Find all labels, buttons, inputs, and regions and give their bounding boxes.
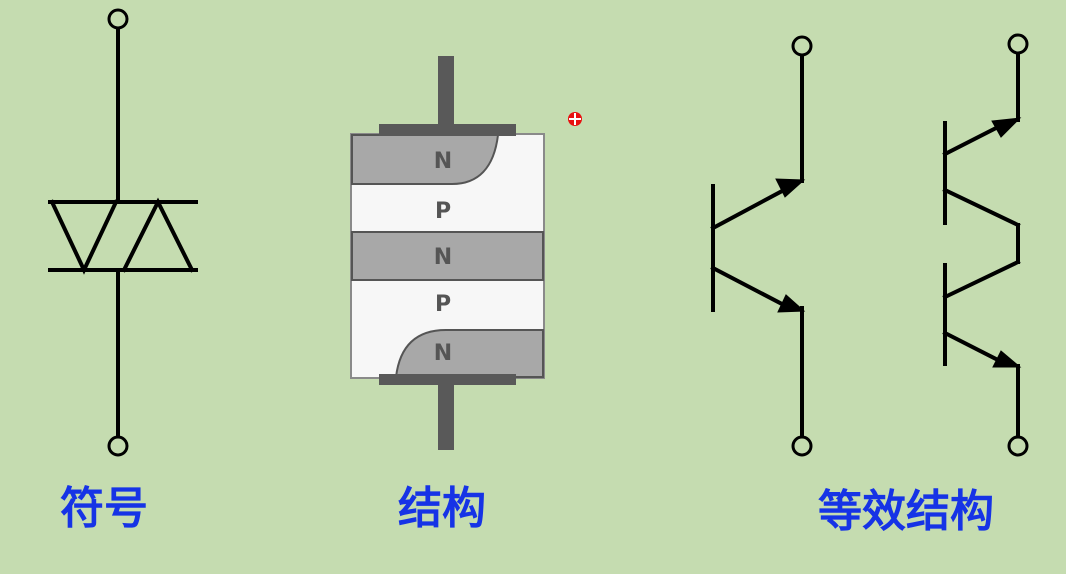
equiv1-bottom-terminal bbox=[791, 435, 813, 457]
layer-label-3: N bbox=[434, 245, 452, 270]
layer-label-5: N bbox=[434, 341, 452, 366]
caption-structure: 结构 bbox=[398, 483, 486, 534]
equivalent-transistor-pair bbox=[942, 33, 1029, 457]
diac-structure: N P N P N bbox=[350, 56, 545, 450]
structure-bottom-electrode bbox=[379, 374, 516, 385]
structure-top-electrode bbox=[379, 124, 516, 136]
equiv2-bottom-terminal bbox=[1007, 435, 1029, 457]
layer-n-bottom bbox=[394, 329, 544, 378]
layer-n-middle bbox=[351, 231, 544, 281]
symbol-bottom-terminal bbox=[107, 435, 129, 457]
caption-symbol: 符号 bbox=[60, 483, 148, 534]
equiv2-upper-leg-top bbox=[942, 123, 1003, 157]
equiv1-collector-leg bbox=[710, 187, 787, 231]
equiv1-top-terminal bbox=[791, 35, 813, 57]
caption-equivalent-structure: 等效结构 bbox=[818, 486, 994, 537]
equiv1-arrow-bottom bbox=[777, 294, 806, 313]
equiv2-lower-leg-top bbox=[942, 259, 1021, 300]
equiv2-top-terminal bbox=[1007, 33, 1029, 55]
equiv2-arrow-top bbox=[991, 117, 1022, 138]
symbol-down-triangle bbox=[49, 199, 119, 275]
symbol-top-terminal bbox=[107, 8, 129, 30]
layer-label-2: P bbox=[435, 199, 451, 224]
equivalent-transistor bbox=[710, 35, 813, 457]
diac-symbol bbox=[48, 8, 198, 457]
cursor-dot bbox=[568, 112, 582, 126]
equiv1-arrow-top bbox=[775, 178, 806, 198]
equiv1-emitter-leg bbox=[710, 265, 785, 307]
symbol-up-triangle bbox=[121, 197, 195, 273]
layer-n-top bbox=[351, 134, 500, 185]
equiv2-upper-leg-bottom bbox=[942, 187, 1021, 228]
equiv2-lower-leg-bottom bbox=[942, 330, 1001, 363]
structure-top-lead bbox=[438, 56, 454, 126]
layer-label-1: N bbox=[434, 149, 452, 174]
layer-label-4: P bbox=[435, 292, 451, 317]
equiv2-arrow-bottom bbox=[992, 350, 1022, 368]
structure-bottom-lead bbox=[438, 382, 454, 450]
